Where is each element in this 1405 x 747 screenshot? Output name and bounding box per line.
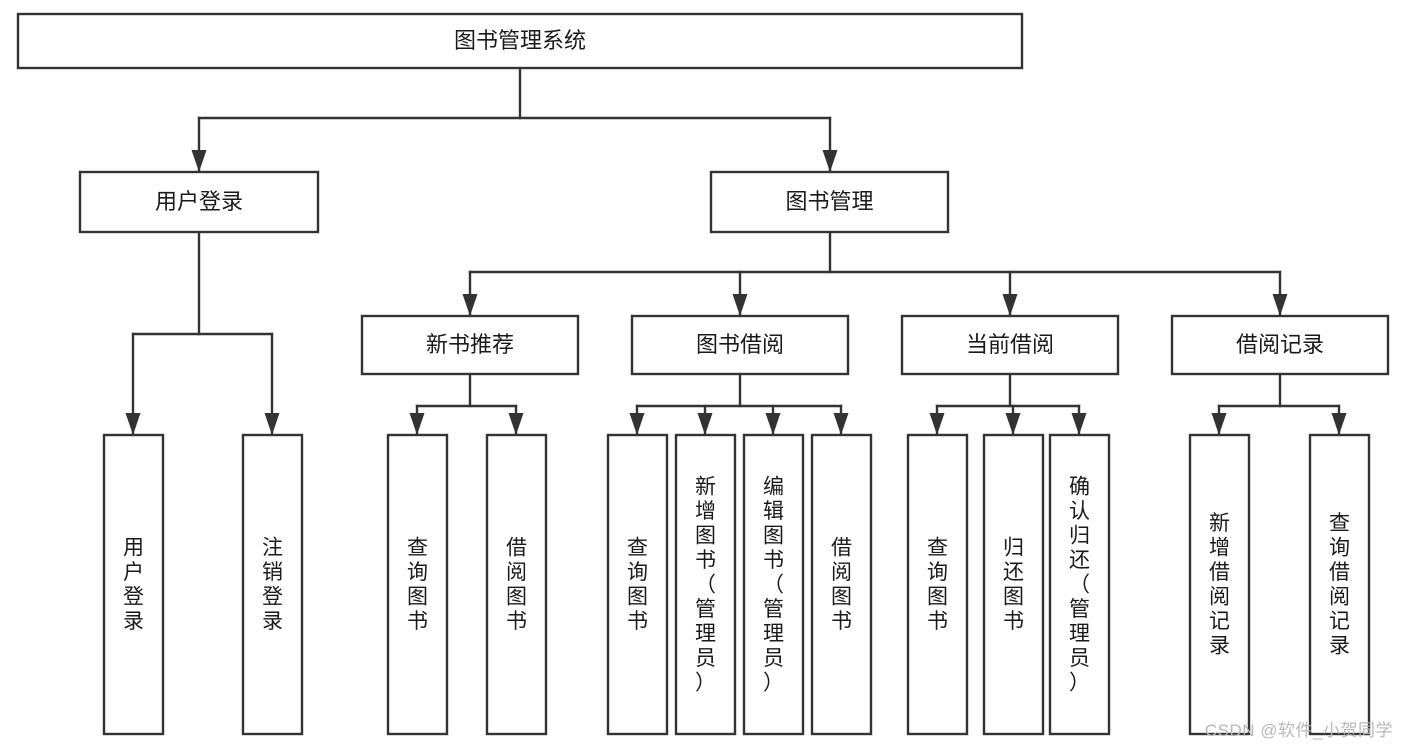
node-label: 当前借阅 — [966, 332, 1054, 357]
node-box[interactable] — [1308, 433, 1371, 736]
node-box[interactable] — [241, 433, 304, 736]
leaf-node[interactable]: 确认归还（管理员） — [1048, 433, 1111, 736]
node-label: 注销登录 — [262, 537, 283, 634]
arrow-head-icon — [1211, 413, 1227, 435]
node-label: 借阅记录 — [1236, 332, 1324, 357]
arrow-head-icon — [409, 413, 425, 435]
connector-group — [409, 372, 524, 436]
arrow-head-icon — [822, 150, 838, 172]
connector-group — [1211, 372, 1347, 436]
arrow-head-icon — [629, 413, 645, 435]
leaf-node[interactable]: 新增图书（管理员） — [674, 433, 737, 736]
node-label: 查询借阅记录 — [1329, 512, 1350, 658]
node-box[interactable] — [906, 433, 969, 736]
node-label: 查询图书 — [407, 537, 428, 634]
node-label: 图书管理 — [785, 189, 873, 214]
node-label: 图书借阅 — [696, 332, 784, 357]
root-node[interactable]: 图书管理系统 — [16, 12, 1024, 70]
node-box[interactable] — [810, 433, 873, 736]
connector-group — [462, 230, 1288, 317]
level3-node[interactable]: 新书推荐 — [360, 314, 580, 376]
node-box[interactable] — [102, 433, 165, 736]
connector-group — [629, 372, 849, 436]
node-box[interactable] — [630, 314, 850, 376]
arrow-head-icon — [462, 294, 478, 316]
arrow-head-icon — [732, 294, 748, 316]
node-label: 用户登录 — [155, 189, 243, 214]
node-box[interactable] — [674, 433, 737, 736]
arrow-head-icon — [1071, 413, 1087, 435]
node-box[interactable] — [742, 433, 805, 736]
node-box[interactable] — [386, 433, 449, 736]
node-label: 查询图书 — [927, 537, 948, 634]
node-label: 查询图书 — [627, 537, 648, 634]
node-box[interactable] — [78, 170, 320, 234]
arrow-head-icon — [1005, 413, 1021, 435]
leaf-node[interactable]: 借阅图书 — [485, 433, 548, 736]
node-label: 确认归还（管理员） — [1069, 475, 1090, 694]
leaf-node[interactable]: 查询图书 — [386, 433, 449, 736]
node-box[interactable] — [1188, 433, 1251, 736]
leaf-node[interactable]: 借阅图书 — [810, 433, 873, 736]
leaf-node[interactable]: 查询图书 — [906, 433, 969, 736]
arrow-head-icon — [833, 413, 849, 435]
node-label: 新书推荐 — [426, 332, 514, 357]
level2-node[interactable]: 图书管理 — [709, 170, 950, 234]
node-box[interactable] — [900, 314, 1120, 376]
arrow-head-icon — [765, 413, 781, 435]
arrow-head-icon — [929, 413, 945, 435]
connector-group — [191, 66, 838, 173]
node-box[interactable] — [485, 433, 548, 736]
node-label: 图书管理系统 — [454, 28, 586, 53]
leaf-node[interactable]: 编辑图书（管理员） — [742, 433, 805, 736]
node-label: 借阅图书 — [506, 537, 527, 634]
arrow-head-icon — [191, 150, 207, 172]
node-label: 新增借阅记录 — [1209, 512, 1230, 658]
leaf-node[interactable]: 查询借阅记录 — [1308, 433, 1371, 736]
arrow-head-icon — [1331, 413, 1347, 435]
node-box[interactable] — [16, 12, 1024, 70]
node-box[interactable] — [360, 314, 580, 376]
arrow-head-icon — [264, 413, 280, 435]
leaf-node[interactable]: 新增借阅记录 — [1188, 433, 1251, 736]
arrow-head-icon — [508, 413, 524, 435]
node-label: 用户登录 — [123, 537, 144, 634]
node-layer: 图书管理系统用户登录图书管理新书推荐图书借阅当前借阅借阅记录用户登录注销登录查询… — [16, 12, 1390, 736]
arrow-head-icon — [1002, 294, 1018, 316]
node-label: 新增图书（管理员） — [695, 475, 716, 694]
node-label: 编辑图书（管理员） — [763, 475, 784, 694]
node-box[interactable] — [1170, 314, 1390, 376]
level3-node[interactable]: 当前借阅 — [900, 314, 1120, 376]
level2-node[interactable]: 用户登录 — [78, 170, 320, 234]
level3-node[interactable]: 借阅记录 — [1170, 314, 1390, 376]
leaf-node[interactable]: 用户登录 — [102, 433, 165, 736]
node-box[interactable] — [982, 433, 1045, 736]
leaf-node[interactable]: 查询图书 — [606, 433, 669, 736]
arrow-head-icon — [1272, 294, 1288, 316]
level3-node[interactable]: 图书借阅 — [630, 314, 850, 376]
node-label: 借阅图书 — [831, 537, 852, 634]
node-box[interactable] — [1048, 433, 1111, 736]
node-label: 归还图书 — [1003, 537, 1024, 634]
arrow-head-icon — [697, 413, 713, 435]
connector-group — [125, 230, 280, 436]
leaf-node[interactable]: 注销登录 — [241, 433, 304, 736]
node-box[interactable] — [606, 433, 669, 736]
node-box[interactable] — [709, 170, 950, 234]
leaf-node[interactable]: 归还图书 — [982, 433, 1045, 736]
arrow-head-icon — [125, 413, 141, 435]
connector-layer — [125, 66, 1347, 436]
connector-group — [929, 372, 1087, 436]
